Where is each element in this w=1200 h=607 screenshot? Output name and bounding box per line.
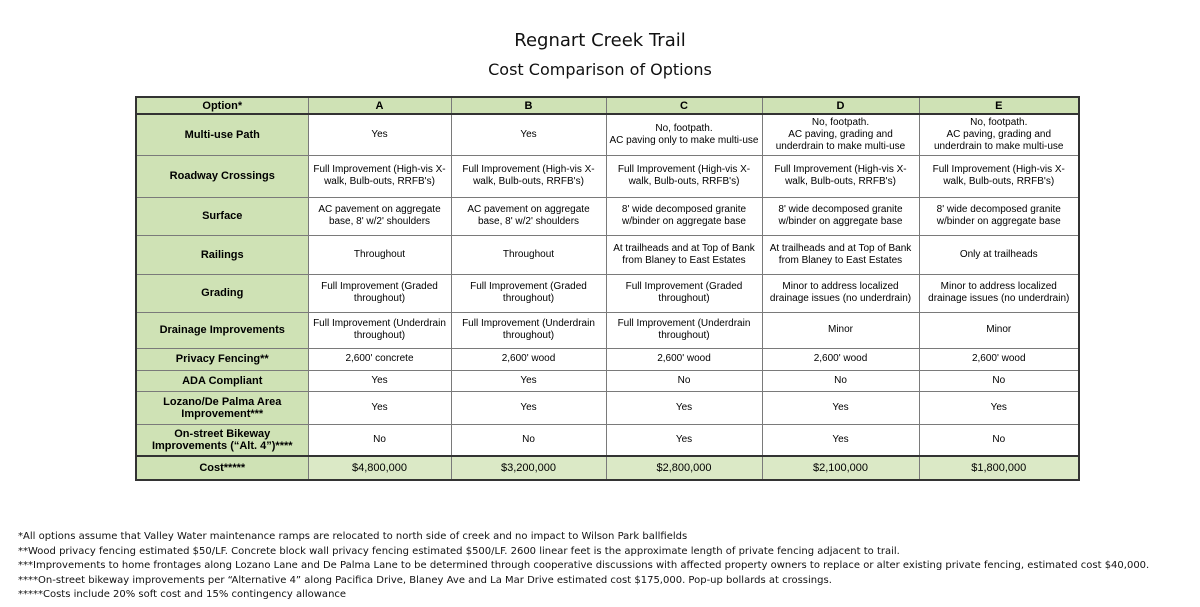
table-cell: No xyxy=(761,369,920,392)
table-cell: Yes xyxy=(918,390,1080,425)
cost-row: Cost***** $4,800,000 $3,200,000 $2,800,0… xyxy=(135,455,1080,481)
table-cell: Yes xyxy=(450,390,607,425)
table-cell: 2,600' wood xyxy=(918,347,1080,371)
row-label: ADA Compliant xyxy=(135,369,309,392)
table-row: Privacy Fencing** 2,600' concrete 2,600'… xyxy=(135,347,1080,371)
table-row: ADA Compliant Yes Yes No No No xyxy=(135,369,1080,392)
table-cell: Full Improvement (High-vis X-walk, Bulb-… xyxy=(761,154,920,198)
page-subtitle: Cost Comparison of Options xyxy=(488,60,712,79)
table-cell: Minor to address localized drainage issu… xyxy=(918,273,1080,313)
row-label: Railings xyxy=(135,234,309,275)
table-cell: AC pavement on aggregate base, 8' w/2' s… xyxy=(450,196,607,236)
table-cell: 2,600' wood xyxy=(761,347,920,371)
table-header-row: Option* A B C D E xyxy=(135,96,1080,115)
row-label: On-street Bikeway Improvements (“Alt. 4”… xyxy=(135,423,309,457)
table-cell: Yes xyxy=(450,369,607,392)
table-row: Grading Full Improvement (Graded through… xyxy=(135,273,1080,313)
table-cell: 8' wide decomposed granite w/binder on a… xyxy=(761,196,920,236)
row-label: Surface xyxy=(135,196,309,236)
footnote: ****On-street bikeway improvements per “… xyxy=(18,574,832,586)
table-cell: Full Improvement (Underdrain throughout) xyxy=(605,311,763,349)
table-cell: No, footpath.AC paving, grading and unde… xyxy=(918,113,1080,156)
table-cell: Yes xyxy=(450,113,607,156)
table-cell: No xyxy=(307,423,452,457)
table-cell: AC pavement on aggregate base, 8' w/2' s… xyxy=(307,196,452,236)
header-option-b: B xyxy=(450,96,607,115)
table-cell: At trailheads and at Top of Bank from Bl… xyxy=(761,234,920,275)
footnotes: *All options assume that Valley Water ma… xyxy=(18,530,1193,603)
table-row: Drainage Improvements Full Improvement (… xyxy=(135,311,1080,349)
cost-cell: $2,100,000 xyxy=(761,455,920,481)
table-cell: Yes xyxy=(761,390,920,425)
cost-comparison-table: Option* A B C D E Multi-use Path Yes Yes… xyxy=(135,96,1080,481)
table-cell: No, footpath.AC paving, grading and unde… xyxy=(761,113,920,156)
header-option-d: D xyxy=(761,96,920,115)
row-label: Roadway Crossings xyxy=(135,154,309,198)
table-cell: No xyxy=(605,369,763,392)
cost-cell: $1,800,000 xyxy=(918,455,1080,481)
table-cell: Full Improvement (Underdrain throughout) xyxy=(450,311,607,349)
page-title: Regnart Creek Trail xyxy=(514,30,686,51)
table-row: Railings Throughout Throughout At trailh… xyxy=(135,234,1080,275)
header-option-c: C xyxy=(605,96,763,115)
table-cell: Yes xyxy=(605,390,763,425)
table-row: Surface AC pavement on aggregate base, 8… xyxy=(135,196,1080,236)
table-cell: Minor to address localized drainage issu… xyxy=(761,273,920,313)
table-cell: Full Improvement (High-vis X-walk, Bulb-… xyxy=(918,154,1080,198)
cost-cell: $2,800,000 xyxy=(605,455,763,481)
row-label: Drainage Improvements xyxy=(135,311,309,349)
table-row: Lozano/De Palma Area Improvement*** Yes … xyxy=(135,390,1080,425)
table-cell: 8' wide decomposed granite w/binder on a… xyxy=(918,196,1080,236)
table-cell: Full Improvement (Underdrain throughout) xyxy=(307,311,452,349)
table-cell: Only at trailheads xyxy=(918,234,1080,275)
table-cell: No xyxy=(918,423,1080,457)
table-cell: Full Improvement (High-vis X-walk, Bulb-… xyxy=(307,154,452,198)
table-row: Multi-use Path Yes Yes No, footpath.AC p… xyxy=(135,113,1080,156)
row-label: Multi-use Path xyxy=(135,113,309,156)
table-row: Roadway Crossings Full Improvement (High… xyxy=(135,154,1080,198)
header-option-a: A xyxy=(307,96,452,115)
row-label: Cost***** xyxy=(135,455,309,481)
table-cell: Full Improvement (Graded throughout) xyxy=(605,273,763,313)
row-label: Lozano/De Palma Area Improvement*** xyxy=(135,390,309,425)
table-row: On-street Bikeway Improvements (“Alt. 4”… xyxy=(135,423,1080,457)
table-cell: No xyxy=(918,369,1080,392)
footnote: *****Costs include 20% soft cost and 15%… xyxy=(18,589,347,600)
table-cell: 2,600' wood xyxy=(605,347,763,371)
table-cell: Yes xyxy=(307,369,452,392)
row-label: Privacy Fencing** xyxy=(135,347,309,371)
table-cell: Full Improvement (High-vis X-walk, Bulb-… xyxy=(450,154,607,198)
table-cell: Yes xyxy=(307,390,452,425)
table-cell: No, footpath.AC paving only to make mult… xyxy=(605,113,763,156)
cost-cell: $4,800,000 xyxy=(307,455,452,481)
table-cell: Yes xyxy=(761,423,920,457)
table-cell: Full Improvement (High-vis X-walk, Bulb-… xyxy=(605,154,763,198)
header-option-e: E xyxy=(918,96,1080,115)
table-cell: 8' wide decomposed granite w/binder on a… xyxy=(605,196,763,236)
table-cell: Minor xyxy=(918,311,1080,349)
table-cell: Throughout xyxy=(307,234,452,275)
table-cell: At trailheads and at Top of Bank from Bl… xyxy=(605,234,763,275)
table-cell: No xyxy=(450,423,607,457)
footnote: **Wood privacy fencing estimated $50/LF.… xyxy=(18,545,900,557)
table-cell: Yes xyxy=(605,423,763,457)
footnote: *All options assume that Valley Water ma… xyxy=(18,531,688,542)
footnote: ***Improvements to home frontages along … xyxy=(18,560,1150,571)
row-label: Grading xyxy=(135,273,309,313)
table-cell: Minor xyxy=(761,311,920,349)
table-cell: Yes xyxy=(307,113,452,156)
table-cell: Full Improvement (Graded throughout) xyxy=(307,273,452,313)
table-cell: 2,600' concrete xyxy=(307,347,452,371)
table-cell: Throughout xyxy=(450,234,607,275)
header-option-label: Option* xyxy=(135,96,309,115)
cost-cell: $3,200,000 xyxy=(450,455,607,481)
table-cell: Full Improvement (Graded throughout) xyxy=(450,273,607,313)
table-cell: 2,600' wood xyxy=(450,347,607,371)
